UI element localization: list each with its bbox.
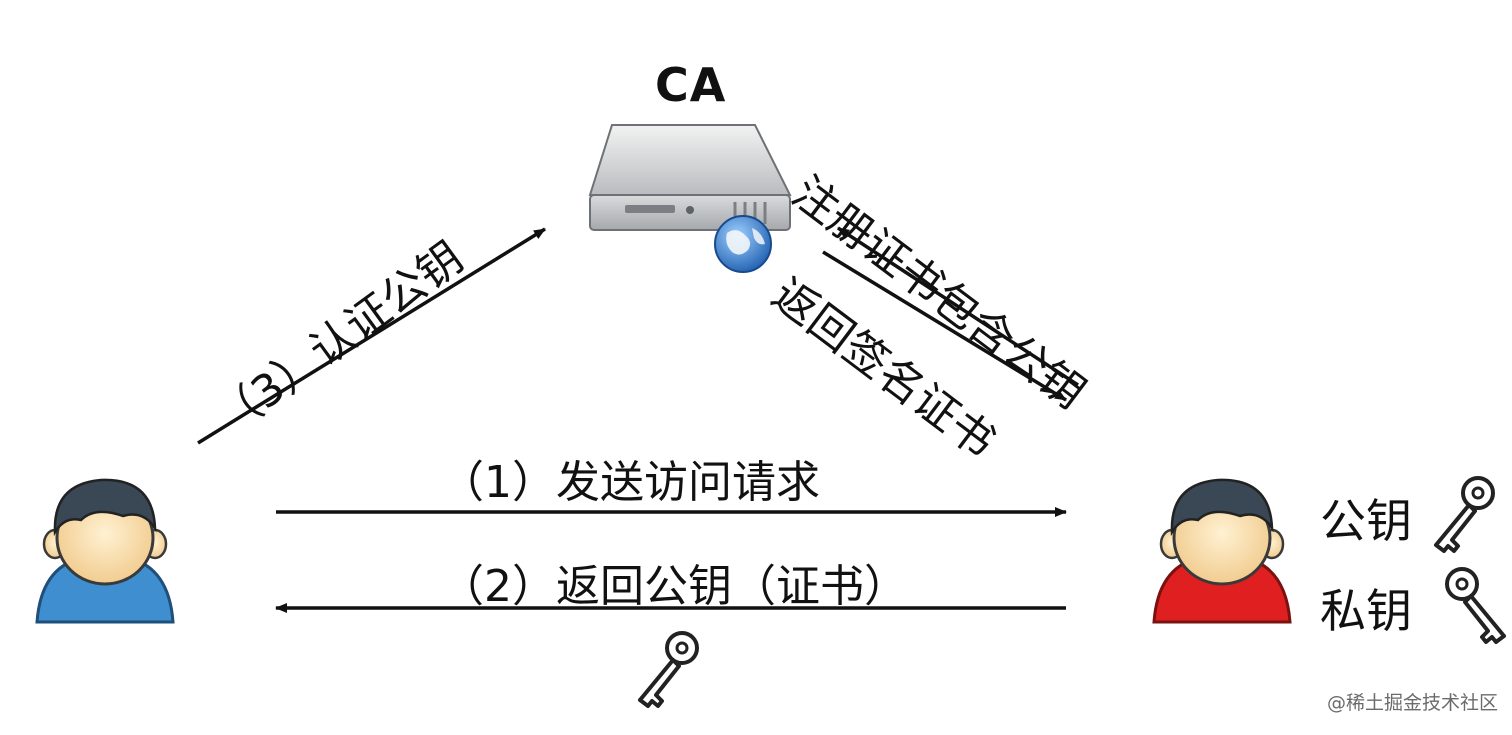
public-key-label: 公钥 (1320, 494, 1412, 548)
watermark: @稀土掘金技术社区 (1326, 692, 1498, 714)
private-key-icon (1445, 567, 1506, 644)
public-key-icon (1434, 476, 1495, 553)
transferred-key-icon (638, 631, 699, 708)
client-user-icon (35, 478, 175, 624)
step1-label: （1）发送访问请求 (440, 457, 820, 508)
step2-label: （2）返回公钥（证书） (440, 561, 908, 612)
arrow-register (837, 226, 1079, 387)
arrow-return-cert (822, 250, 1067, 402)
arrow-step3 (197, 227, 546, 445)
globe-icon (714, 215, 772, 273)
ca-title: CA (655, 58, 727, 112)
ca-server-icon (588, 124, 792, 231)
server-user-icon (1152, 478, 1292, 624)
private-key-label: 私钥 (1320, 584, 1412, 638)
